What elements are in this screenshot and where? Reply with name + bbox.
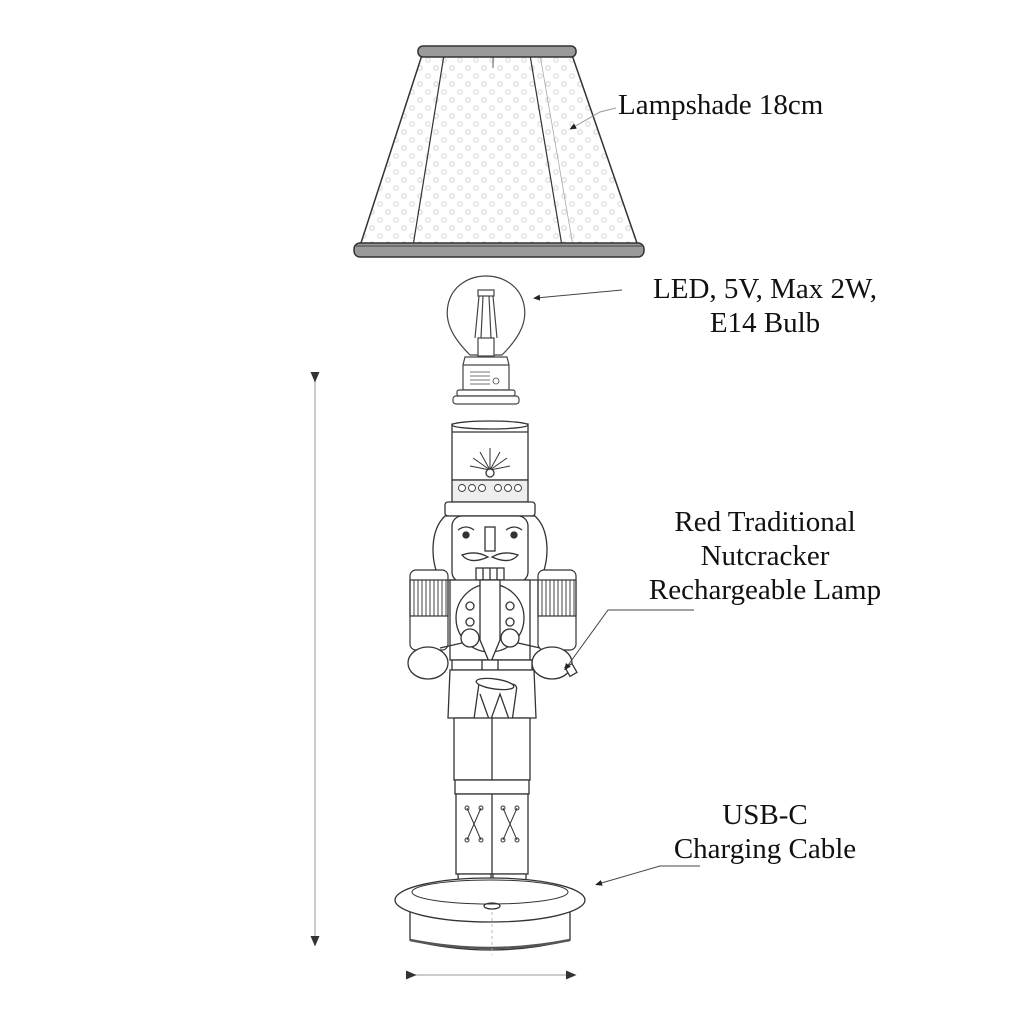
bulb-callout-line-2: E14 Bulb xyxy=(709,307,821,339)
usb-leader xyxy=(595,865,700,886)
bulb-callout-label: LED, 5V, Max 2W, E14 Bulb xyxy=(620,272,910,340)
nutcracker-torso xyxy=(449,579,531,666)
lampshade-callout-line-1: Lampshade 18cm xyxy=(618,89,824,121)
lampshade-callout-label: Lampshade 18cm xyxy=(618,88,823,122)
usb-callout-line-1: USB-C xyxy=(722,799,808,831)
nutcracker-hat xyxy=(444,420,536,517)
product-name-line-2: Nutcracker xyxy=(700,540,830,572)
product-name-line-1: Red Traditional xyxy=(674,506,856,538)
bulb-leader xyxy=(533,289,623,301)
arms xyxy=(407,628,578,680)
lampshade-leader xyxy=(569,107,617,130)
epaulettes xyxy=(409,569,577,651)
usb-callout-line-2: Charging Cable xyxy=(673,833,857,865)
base xyxy=(394,877,586,955)
usb-callout-label: USB-C Charging Cable xyxy=(650,798,880,866)
lampshade xyxy=(353,45,645,258)
body-leader xyxy=(564,609,694,671)
bulb-callout-line-1: LED, 5V, Max 2W, xyxy=(653,273,877,305)
bulb-socket xyxy=(452,356,520,405)
product-name-line-3: Rechargeable Lamp xyxy=(648,574,882,606)
legs xyxy=(453,717,531,795)
nutcracker-head xyxy=(432,515,548,583)
product-name-callout-label: Red Traditional Nutcracker Rechargeable … xyxy=(630,505,900,607)
callout-leaders xyxy=(533,107,700,886)
led-bulb xyxy=(446,275,526,357)
